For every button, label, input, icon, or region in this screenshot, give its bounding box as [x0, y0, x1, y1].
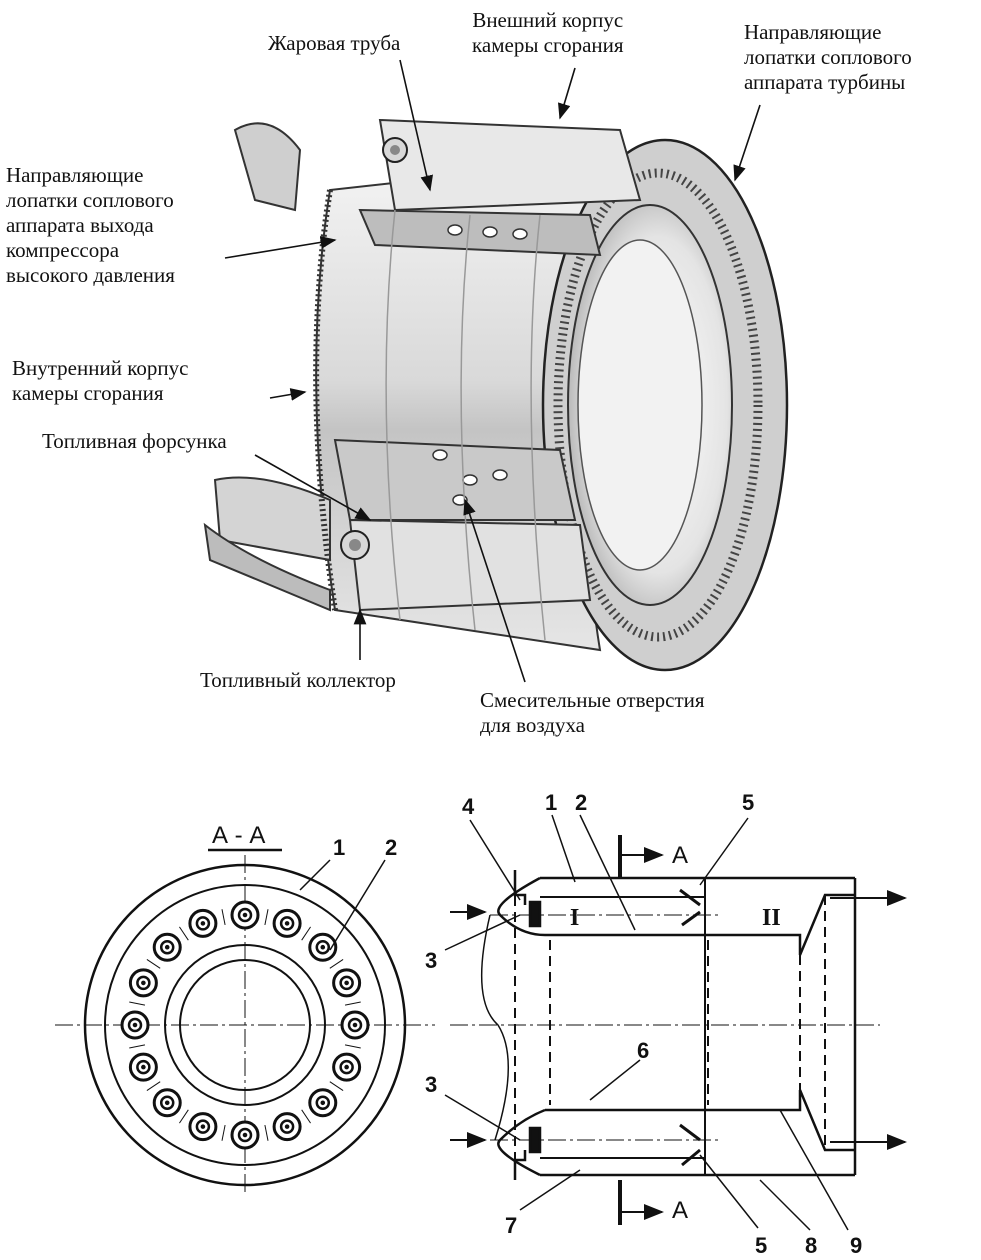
number-label: 7	[505, 1213, 517, 1238]
burner-icon	[128, 968, 158, 998]
leader-lines	[224, 59, 761, 683]
zone-2-label: II	[762, 905, 781, 931]
number-label: 6	[637, 1038, 649, 1063]
label-turbine-nozzle-vanes: Направляющие лопатки соплового аппарата …	[744, 20, 912, 94]
section-mark-bottom: А	[672, 1197, 688, 1224]
combustor-illustration	[203, 118, 789, 672]
number-label: 4	[462, 794, 475, 819]
burner-icon	[332, 1052, 362, 1082]
burner-icon	[152, 932, 182, 962]
ring-tick	[329, 1081, 344, 1091]
ring-tick	[264, 909, 269, 926]
number-label: 9	[850, 1233, 862, 1258]
section-title: А - А	[212, 822, 265, 849]
ring-tick	[146, 1081, 161, 1091]
burner-icon	[340, 1010, 370, 1040]
ring-tick	[329, 959, 344, 969]
number-label: 1	[545, 790, 557, 815]
zone-1-label: I	[570, 905, 579, 931]
label-fuel-manifold: Топливный коллектор	[200, 668, 396, 692]
number-label: 5	[742, 790, 754, 815]
schematic-labels: А - А А А I II 1 2 1 2 3 3 4 5 5 6 7 8 9	[212, 790, 862, 1258]
ring-tick	[301, 1109, 311, 1124]
ring-tick	[264, 1124, 269, 1141]
burner-icon	[308, 1088, 338, 1118]
number-label: 5	[755, 1233, 767, 1258]
ring-tick	[301, 926, 311, 941]
ring-tick	[129, 1044, 146, 1049]
burner-icon	[272, 1112, 302, 1142]
ring-tick	[221, 909, 226, 926]
burner-icon	[188, 908, 218, 938]
label-compressor-outlet-vanes: Направляющие лопатки соплового аппарата …	[6, 163, 175, 287]
ring-tick	[344, 1001, 361, 1006]
burner-icon	[272, 908, 302, 938]
burner-icon	[332, 968, 362, 998]
burner-icon	[128, 1052, 158, 1082]
ring-tick	[129, 1001, 146, 1006]
label-outer-casing: Внешний корпус камеры сгорания	[472, 8, 624, 57]
ring-tick	[146, 959, 161, 969]
number-label: 8	[805, 1233, 817, 1258]
section-mark-top: А	[672, 842, 688, 869]
burner-ring	[120, 900, 370, 1150]
label-inner-casing: Внутренний корпус камеры сгорания	[12, 356, 189, 405]
burner-icon	[120, 1010, 150, 1040]
number-label: 1	[333, 835, 345, 860]
longitudinal-section	[444, 814, 907, 1231]
burner-icon	[152, 1088, 182, 1118]
burner-icon	[308, 932, 338, 962]
section-aa-view	[55, 848, 435, 1195]
number-label: 3	[425, 948, 437, 973]
number-label: 2	[385, 835, 397, 860]
label-fuel-nozzle: Топливная форсунка	[42, 429, 227, 453]
ring-tick	[179, 1109, 189, 1124]
burner-icon	[230, 1120, 260, 1150]
number-label: 3	[425, 1072, 437, 1097]
ring-tick	[179, 926, 189, 941]
number-label: 2	[575, 790, 587, 815]
ring-tick	[344, 1044, 361, 1049]
ring-tick	[221, 1124, 226, 1141]
label-flame-tube: Жаровая труба	[268, 31, 401, 55]
burner-icon	[188, 1112, 218, 1142]
label-mixing-holes: Смесительные отверстия для воздуха	[480, 688, 705, 737]
burner-icon	[230, 900, 260, 930]
